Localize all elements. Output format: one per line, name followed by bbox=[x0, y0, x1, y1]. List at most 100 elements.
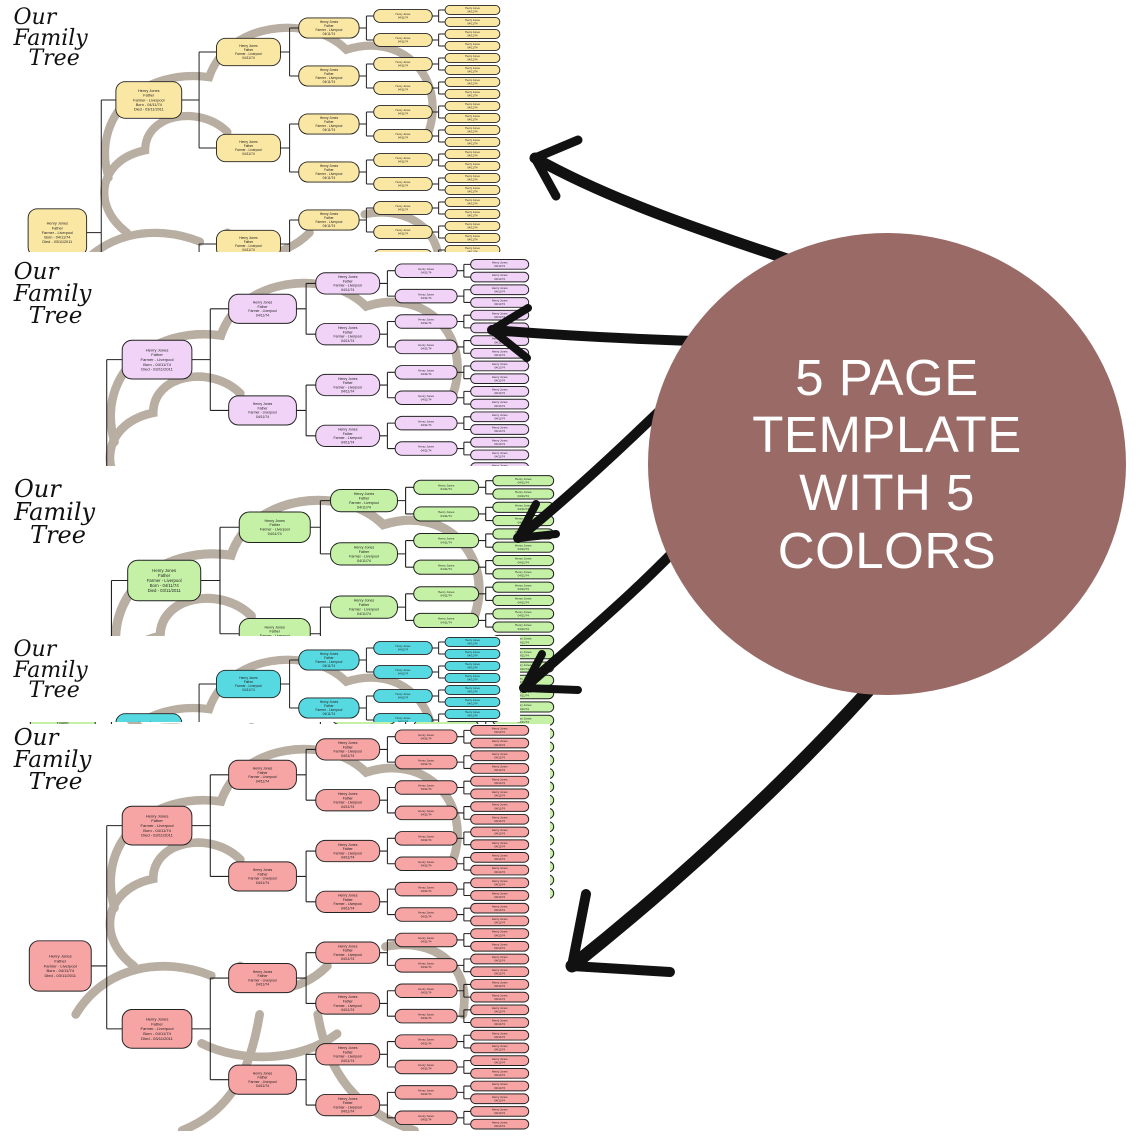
person-card-text: 04/11/74 bbox=[421, 736, 432, 740]
person-card-text: 04/11/74 bbox=[256, 313, 269, 317]
person-card-text: Farmer - Liverpool bbox=[334, 1004, 363, 1008]
person-card-text: 04/11/74 bbox=[421, 1041, 432, 1045]
person-card bbox=[444, 76, 501, 88]
person-card-text: 04/11/74 bbox=[494, 315, 505, 319]
person-card-text: 04/11/74 bbox=[494, 1048, 505, 1052]
person-card bbox=[298, 113, 360, 135]
person-card-text: Henry Jones bbox=[465, 66, 481, 70]
person-card bbox=[315, 323, 381, 346]
person-card-text: Henry Jones bbox=[396, 180, 412, 184]
person-card bbox=[470, 1093, 530, 1105]
person-card-text: Father bbox=[359, 550, 370, 554]
person-card bbox=[394, 932, 458, 948]
person-card-text: Henry Jones bbox=[492, 892, 508, 896]
person-card-text: Henry Jones bbox=[515, 703, 532, 707]
person-card-text: Henry Jones bbox=[465, 174, 481, 178]
person-card-text: Henry Jones bbox=[492, 286, 508, 290]
person-card-text: 04/11/74 bbox=[518, 654, 530, 658]
person-card-text: 04/11/74 bbox=[421, 296, 432, 300]
person-card-text: Farmer - Liverpool bbox=[334, 284, 363, 288]
person-card-text: Henry Jones bbox=[492, 375, 508, 379]
person-card bbox=[444, 100, 501, 112]
person-card-text: 04/11/74 bbox=[341, 440, 354, 444]
person-card-text: Father bbox=[269, 630, 280, 634]
person-card bbox=[298, 697, 360, 719]
person-card-text: 04/11/74 bbox=[421, 889, 432, 893]
person-card bbox=[470, 1042, 530, 1054]
person-card bbox=[394, 1059, 458, 1075]
person-card-text: 04/11/74 bbox=[518, 547, 530, 551]
person-card-text: 04/11/74 bbox=[467, 190, 478, 194]
person-card bbox=[127, 559, 202, 602]
person-card-text: Henry Jones bbox=[146, 1017, 169, 1022]
person-card-text: Henry Jones bbox=[253, 301, 273, 305]
person-card-text: Father bbox=[258, 406, 269, 410]
person-card-text: Henry Jones bbox=[354, 545, 375, 549]
person-card-text: Father bbox=[244, 144, 254, 148]
person-card bbox=[444, 196, 501, 208]
person-card bbox=[394, 1034, 458, 1049]
person-card-text: Father bbox=[343, 330, 354, 334]
person-card-text: Farmer - Liverpool bbox=[248, 411, 277, 415]
person-card bbox=[470, 1106, 530, 1117]
person-card-text: 04/11/74 bbox=[467, 678, 478, 682]
person-card bbox=[492, 475, 555, 487]
person-card-text: Father bbox=[244, 680, 254, 684]
person-card bbox=[444, 220, 501, 232]
person-card bbox=[470, 462, 529, 466]
person-card-text: Henry Jones bbox=[338, 741, 358, 745]
person-card-text: Henry Jones bbox=[396, 668, 412, 672]
person-card-text: 04/11/74 bbox=[494, 1086, 505, 1090]
person-card bbox=[394, 831, 458, 846]
person-card bbox=[315, 890, 381, 913]
person-card bbox=[470, 750, 530, 762]
person-card-text: 04/11/74 bbox=[341, 1008, 354, 1012]
person-card-text: Father bbox=[343, 432, 354, 436]
person-card-text: 04/11/74 bbox=[256, 1084, 269, 1088]
person-card bbox=[470, 775, 530, 787]
person-card-text: Henry Jones bbox=[320, 116, 339, 120]
person-card-text: Henry Jones bbox=[492, 311, 508, 315]
person-card-text: Henry Jones bbox=[515, 597, 532, 601]
person-card bbox=[394, 805, 458, 821]
person-card bbox=[315, 789, 381, 812]
person-card bbox=[470, 386, 530, 397]
person-card bbox=[115, 81, 183, 119]
person-card-text: 04/11/74 bbox=[467, 642, 478, 646]
person-card-text: Farmer - Liverpool bbox=[316, 220, 343, 224]
person-card bbox=[470, 411, 530, 423]
person-card bbox=[413, 586, 480, 602]
person-card-text: 04/11/74 bbox=[467, 82, 478, 86]
person-card-text: 04/11/74 bbox=[494, 971, 505, 975]
person-card bbox=[121, 339, 193, 380]
person-card-text: Farmer - Liverpool bbox=[334, 902, 363, 906]
person-card bbox=[394, 780, 458, 795]
person-card-text: Henry Jones bbox=[396, 716, 412, 720]
person-card bbox=[315, 839, 381, 863]
person-card-text: 04/11/74 bbox=[494, 366, 505, 370]
person-card-text: Born - 04/11/74 bbox=[46, 968, 74, 973]
person-card-text: 04/11/74 bbox=[421, 762, 432, 766]
person-card-text: 04/11/74 bbox=[494, 946, 505, 950]
person-card-text: Henry Jones bbox=[418, 809, 434, 813]
person-card-text: Henry Jones bbox=[492, 841, 508, 845]
person-card-text: Henry Jones bbox=[438, 563, 455, 567]
person-card-text: Henry Jones bbox=[465, 126, 481, 130]
person-card-text: 04/11/74 bbox=[421, 965, 432, 969]
person-card-text: Henry Jones bbox=[492, 866, 508, 870]
person-card-text: Henry Jones bbox=[138, 721, 160, 722]
person-card-text: 04/11/74 bbox=[518, 560, 530, 564]
person-card-text: 04/11/74 bbox=[467, 130, 478, 134]
template-title-line: Family bbox=[13, 746, 92, 773]
person-card bbox=[444, 136, 501, 148]
person-card bbox=[330, 542, 398, 566]
person-card-text: 04/11/74 bbox=[398, 136, 409, 140]
person-card-text: Henry Jones bbox=[418, 419, 434, 423]
person-card bbox=[444, 636, 501, 648]
person-card-text: 04/11/74 bbox=[467, 226, 478, 230]
